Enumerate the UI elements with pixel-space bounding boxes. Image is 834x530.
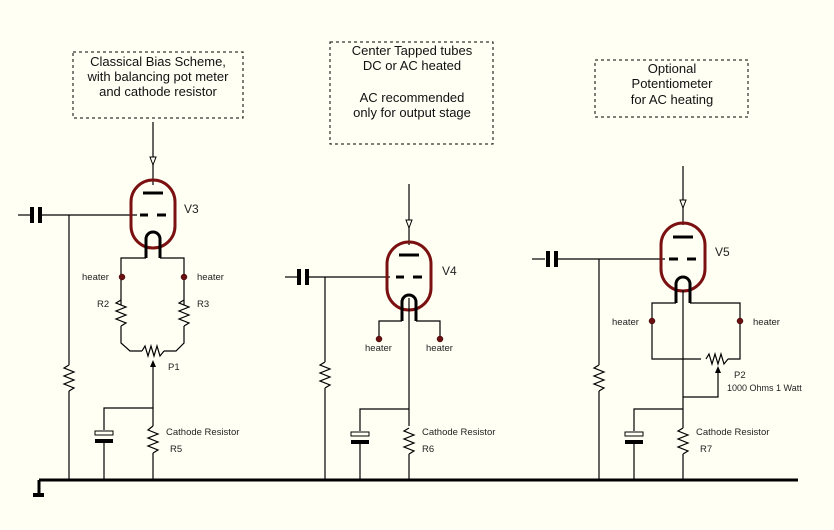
- tube-v3-icon: [129, 178, 177, 250]
- resistor-label: R3: [197, 299, 209, 310]
- resistor-label: R7: [700, 444, 712, 455]
- tube-heater: [144, 230, 162, 258]
- heater-terminal: [118, 273, 126, 281]
- heater-label: heater: [197, 272, 224, 283]
- heater-label: heater: [365, 343, 392, 354]
- cathode-resistor-label: Cathode Resistor: [166, 427, 239, 438]
- wire: [359, 408, 409, 431]
- pot-rating: 1000 Ohms 1 Watt: [727, 383, 802, 393]
- heater-label: heater: [753, 317, 780, 328]
- note-line: for AC heating: [631, 92, 713, 107]
- wire: [164, 326, 185, 352]
- note-line: Optional: [648, 61, 697, 76]
- arrow-icon: [405, 219, 413, 230]
- wire: [651, 302, 701, 360]
- note-line: DC or AC heated: [363, 58, 461, 73]
- note-classical-bias: Classical Bias Scheme, with balancing po…: [72, 51, 244, 119]
- note-box: [72, 51, 244, 119]
- heater-terminal: [375, 335, 383, 343]
- note-box: [594, 59, 749, 118]
- wire: [378, 320, 402, 337]
- cathode-resistor-label: Cathode Resistor: [696, 427, 769, 438]
- circuit-v4: V4 heater heater Cathode Resistor R6: [285, 184, 495, 480]
- resistor-r2-icon: [114, 299, 128, 327]
- wire: [416, 320, 441, 337]
- wire: [633, 408, 683, 431]
- resistor-label: R2: [97, 299, 109, 310]
- resistor-icon: [592, 364, 606, 392]
- pot-label: P2: [734, 370, 746, 381]
- wire: [103, 407, 153, 430]
- heater-label: heater: [82, 272, 109, 283]
- capacitor-plate: [554, 251, 558, 267]
- note-line: Potentiometer: [632, 76, 714, 91]
- capacitor-icon: [297, 269, 301, 285]
- tube-v5-icon: [659, 221, 707, 293]
- note-optional-potentiometer: Optional Potentiometer for AC heating: [594, 59, 749, 118]
- note-line: only for output stage: [353, 105, 471, 120]
- capacitor-icon: [94, 430, 114, 436]
- pot-label: P1: [168, 362, 180, 373]
- capacitor-icon: [624, 431, 644, 437]
- heater-terminal: [436, 335, 444, 343]
- potentiometer-p1-icon: [141, 343, 165, 359]
- tube-heater: [400, 293, 418, 321]
- resistor-icon: [62, 364, 76, 392]
- capacitor-plate: [351, 440, 369, 444]
- note-line: Center Tapped tubes: [352, 43, 473, 58]
- tube-heater: [674, 275, 692, 303]
- ground-bus: [33, 478, 798, 497]
- resistor-label: R5: [170, 444, 182, 455]
- potentiometer-p2-icon: [705, 351, 729, 367]
- heater-label: heater: [612, 317, 639, 328]
- heater-terminal: [180, 273, 188, 281]
- cathode-resistor-label: Cathode Resistor: [422, 427, 495, 438]
- capacitor-icon: [30, 207, 34, 223]
- capacitor-icon: [546, 251, 550, 267]
- wire: [120, 326, 142, 352]
- heater-terminal: [736, 317, 744, 325]
- note-line: Classical Bias Scheme,: [90, 54, 226, 69]
- note-line: AC recommended: [360, 90, 465, 105]
- wire: [160, 257, 185, 305]
- ground-symbol-icon: [33, 493, 44, 497]
- resistor-r5-icon: [146, 425, 160, 454]
- resistor-r3-icon: [177, 299, 191, 327]
- capacitor-plate: [38, 207, 42, 223]
- wire: [690, 302, 741, 360]
- arrow-icon: [149, 156, 157, 167]
- wire: [120, 257, 146, 305]
- capacitor-plate: [305, 269, 309, 285]
- tube-label: V5: [715, 245, 730, 259]
- capacitor-icon: [350, 431, 370, 437]
- arrow-icon: [679, 199, 687, 210]
- tube-label: V3: [184, 202, 199, 216]
- resistor-icon: [318, 361, 332, 389]
- note-line: and cathode resistor: [99, 84, 217, 99]
- capacitor-plate: [95, 439, 113, 443]
- tube-label: V4: [442, 264, 457, 278]
- note-center-tapped: Center Tapped tubes DC or AC heated AC r…: [329, 41, 494, 145]
- wiper-arrow-icon: [715, 366, 721, 373]
- circuit-v3: V3 heater heater R2 R3 P1 Cathode Resist…: [18, 122, 239, 480]
- heater-label: heater: [426, 343, 453, 354]
- heater-terminal: [648, 317, 656, 325]
- resistor-r6-icon: [402, 427, 416, 455]
- circuit-v5: V5 heater heater P2 1000 Ohms 1 Watt Cat…: [532, 166, 802, 480]
- capacitor-plate: [625, 440, 643, 444]
- resistor-r7-icon: [676, 427, 690, 455]
- wire: [683, 372, 719, 398]
- resistor-label: R6: [422, 444, 434, 455]
- note-line: with balancing pot meter: [87, 69, 230, 84]
